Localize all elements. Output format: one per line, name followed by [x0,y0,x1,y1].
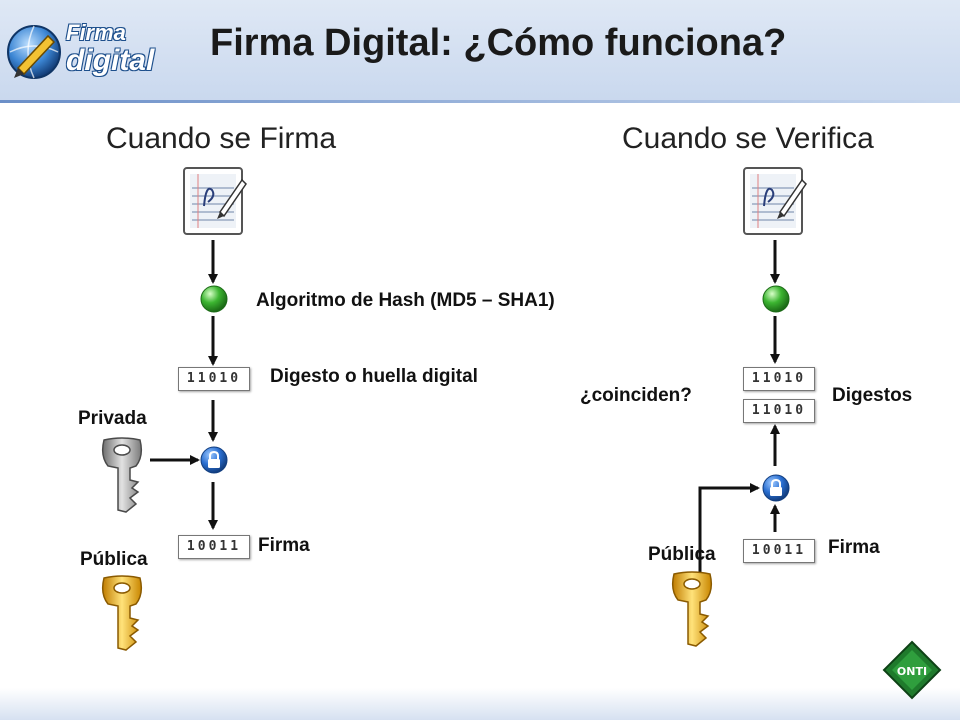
verify-digest1-bits: 11010 [743,367,815,391]
sign-section-title: Cuando se Firma [106,122,337,155]
verify-public-key-label: Pública [648,544,716,565]
page-title: Firma Digital: ¿Cómo funciona? [210,22,787,64]
arrow-public-key-to-lock [698,483,760,574]
public-key-label: Pública [80,549,148,570]
globe-pen-icon [7,25,61,79]
footer-band [0,688,960,720]
logo-text-line2: digital [66,44,155,77]
verify-signature-bits: 10011 [743,539,815,563]
header-band [0,0,960,103]
signature-label: Firma [258,535,310,556]
private-key-icon [101,437,143,513]
digest-bits: 11010 [178,367,250,391]
lock-icon [200,446,228,474]
public-key-icon [101,575,143,651]
firma-digital-logo: Firma digital [4,18,160,84]
match-question-label: ¿coinciden? [580,385,692,406]
verify-signature-label: Firma [828,537,880,558]
digests-label: Digestos [832,385,913,406]
onti-badge-text: ONTI [897,665,927,678]
verify-lock-icon [762,474,790,502]
verify-public-key-icon [671,571,713,647]
verify-digest2-bits: 11010 [743,399,815,423]
logo-text-line1: Firma [66,20,126,45]
document-icon [183,167,247,235]
verify-document-icon [743,167,807,235]
hash-node-icon [200,285,228,313]
verify-section-title: Cuando se Verifica [622,122,874,155]
header-divider [0,100,960,103]
digest-label: Digesto o huella digital [270,366,478,387]
onti-badge-icon: ONTI [882,640,942,700]
hash-algorithm-label: Algoritmo de Hash (MD5 – SHA1) [256,290,555,311]
verify-hash-node-icon [762,285,790,313]
signature-bits: 10011 [178,535,250,559]
private-key-label: Privada [78,408,147,429]
